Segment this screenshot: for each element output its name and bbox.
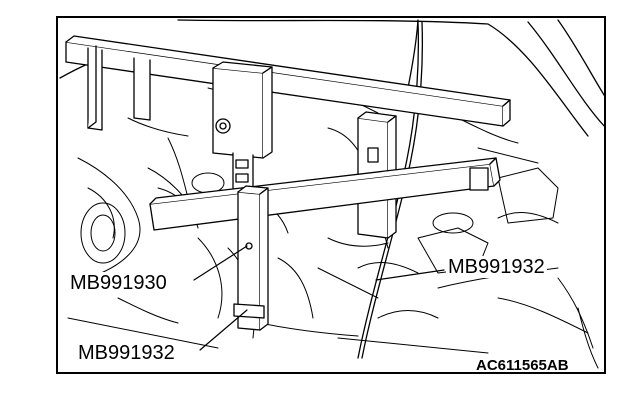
figure-id: AC611565AB bbox=[476, 357, 569, 374]
engine-components bbox=[67, 87, 599, 369]
diagram-frame: MB991930 MB991932 MB991932 AC611565AB bbox=[56, 16, 606, 374]
tool-label-mb991930: MB991930 bbox=[68, 272, 169, 294]
lower-crossbar bbox=[149, 157, 501, 231]
leader-lines bbox=[193, 245, 445, 351]
tool-label-mb991932-right: MB991932 bbox=[446, 256, 547, 278]
tool-label-mb991932-left: MB991932 bbox=[76, 342, 177, 364]
engine-bay-illustration bbox=[59, 19, 604, 369]
tool-post bbox=[233, 185, 269, 331]
upper-support-beam bbox=[65, 35, 511, 131]
center-bracket bbox=[212, 61, 273, 201]
